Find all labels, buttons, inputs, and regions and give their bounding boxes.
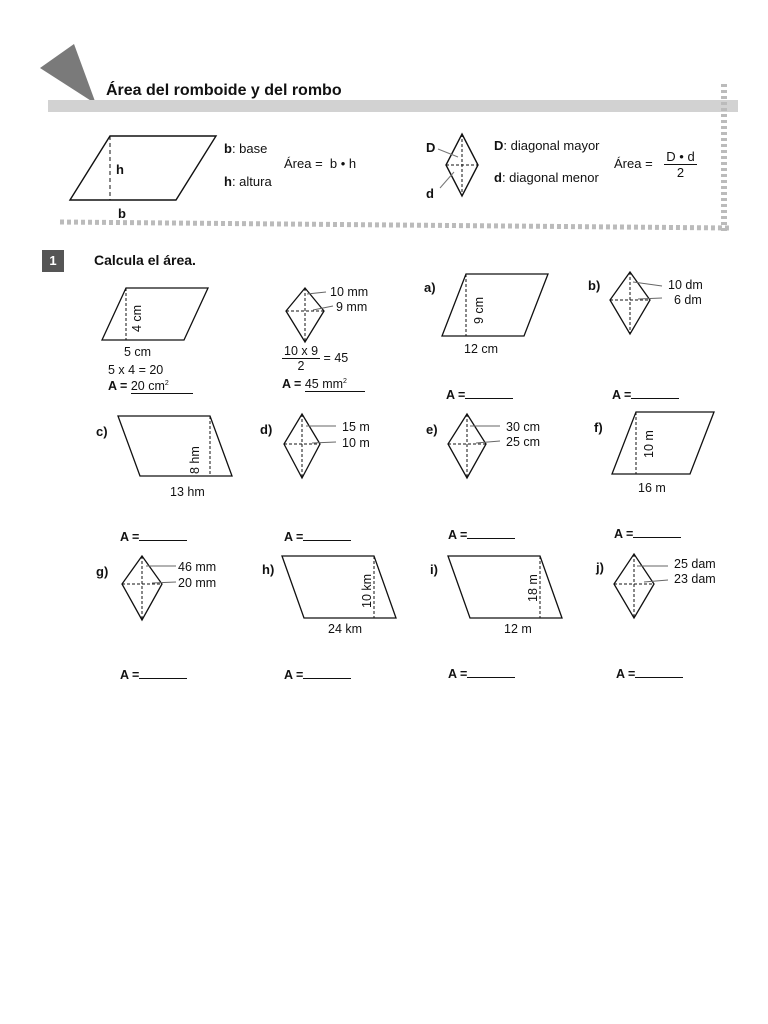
item-j-letter: j) xyxy=(596,560,604,575)
example-romboide-base: 5 cm xyxy=(124,345,152,359)
item-h-base: 24 km xyxy=(328,622,363,636)
item-e-letter: e) xyxy=(426,422,438,437)
item-c-shape xyxy=(117,415,233,477)
item-g-answer-blank[interactable] xyxy=(139,668,188,679)
exercise-figures xyxy=(100,270,715,622)
item-h-answer[interactable]: A = xyxy=(284,668,352,682)
item-b-answer-blank[interactable] xyxy=(631,388,680,399)
item-d-letter: d) xyxy=(260,422,273,437)
legend-d-label: d xyxy=(426,186,434,201)
legend-major-def: D: diagonal mayor xyxy=(494,138,600,153)
item-h-height: 10 km xyxy=(360,573,374,608)
item-d-answer-blank[interactable] xyxy=(303,530,352,541)
romboide-formula: Área = b • h xyxy=(284,156,357,171)
item-j-answer-blank[interactable] xyxy=(635,667,684,678)
item-f-shape xyxy=(611,411,715,475)
example-romboide-answer: A = 20 cm2 xyxy=(108,379,193,394)
example-rombo-D: 10 mm xyxy=(330,285,369,299)
item-h-letter: h) xyxy=(262,562,275,577)
item-j-D: 25 dam xyxy=(674,557,716,571)
exercise-instruction: Calcula el área. xyxy=(94,252,196,268)
legend-D-label: D xyxy=(426,140,436,155)
item-d-D: 15 m xyxy=(342,420,370,434)
item-b-d: 6 dm xyxy=(674,293,702,307)
item-i-answer-blank[interactable] xyxy=(467,667,516,678)
item-g-D: 46 mm xyxy=(178,560,217,574)
item-d-answer[interactable]: A = xyxy=(284,530,352,544)
item-j-d: 23 dam xyxy=(674,572,716,586)
item-i-base: 12 m xyxy=(504,622,532,636)
example-romboide-shape xyxy=(100,287,210,341)
item-h-shape xyxy=(281,555,397,619)
legend-romboide-shape xyxy=(68,135,218,201)
item-c-letter: c) xyxy=(96,424,108,439)
header-graphics xyxy=(40,44,738,232)
title-band xyxy=(48,100,738,112)
item-i-height: 18 m xyxy=(526,574,540,602)
item-g-letter: g) xyxy=(96,564,109,579)
example-romboide-height: 4 cm xyxy=(130,304,144,332)
item-b-D: 10 dm xyxy=(668,278,703,292)
item-h-answer-blank[interactable] xyxy=(303,668,352,679)
item-d-d: 10 m xyxy=(342,436,370,450)
item-j-shape xyxy=(613,552,669,620)
legend-minor-def: d: diagonal menor xyxy=(494,170,599,185)
legend-b-label: b xyxy=(118,206,126,221)
legend-rombo-shape xyxy=(437,132,479,198)
item-a-base: 12 cm xyxy=(464,342,499,356)
item-c-answer[interactable]: A = xyxy=(120,530,188,544)
item-g-shape xyxy=(121,554,177,622)
item-i-letter: i) xyxy=(430,562,438,577)
item-e-answer-blank[interactable] xyxy=(467,528,516,539)
example-rombo-shape xyxy=(285,286,334,344)
item-b-shape xyxy=(609,270,663,336)
example-rombo-d: 9 mm xyxy=(336,300,368,314)
item-e-answer[interactable]: A = xyxy=(448,528,516,542)
item-f-answer-blank[interactable] xyxy=(633,527,682,538)
item-f-base: 16 m xyxy=(638,481,666,495)
legend-height-def: h: altura xyxy=(224,174,272,189)
item-e-D: 30 cm xyxy=(506,420,541,434)
legend-base-def: b: base xyxy=(224,141,268,156)
item-a-answer[interactable]: A = xyxy=(446,388,514,402)
item-a-shape xyxy=(441,273,549,337)
corner-triangle-icon xyxy=(40,44,96,104)
item-a-letter: a) xyxy=(424,280,436,295)
item-e-d: 25 cm xyxy=(506,435,541,449)
exercise-number-badge: 1 xyxy=(42,250,64,272)
example-rombo-answer: A = 45 mm2 xyxy=(282,377,365,392)
item-e-shape xyxy=(447,412,501,480)
item-f-answer[interactable]: A = xyxy=(614,527,682,541)
item-a-height: 9 cm xyxy=(472,296,486,324)
item-i-shape xyxy=(447,555,563,619)
item-c-answer-blank[interactable] xyxy=(139,530,188,541)
item-c-height: 8 hm xyxy=(188,446,202,474)
item-f-height: 10 m xyxy=(642,430,656,458)
item-g-answer[interactable]: A = xyxy=(120,668,188,682)
item-g-d: 20 mm xyxy=(178,576,217,590)
legend-h-label: h xyxy=(116,162,124,177)
item-d-shape xyxy=(283,412,337,480)
item-c-base: 13 hm xyxy=(170,485,205,499)
item-b-letter: b) xyxy=(588,278,601,293)
example-romboide-calc: 5 x 4 = 20 xyxy=(108,363,164,377)
item-j-answer[interactable]: A = xyxy=(616,667,684,681)
item-b-answer[interactable]: A = xyxy=(612,388,680,402)
item-i-answer[interactable]: A = xyxy=(448,667,516,681)
item-f-letter: f) xyxy=(594,420,603,435)
item-a-answer-blank[interactable] xyxy=(465,388,514,399)
page-title: Área del romboide y del rombo xyxy=(106,82,342,99)
